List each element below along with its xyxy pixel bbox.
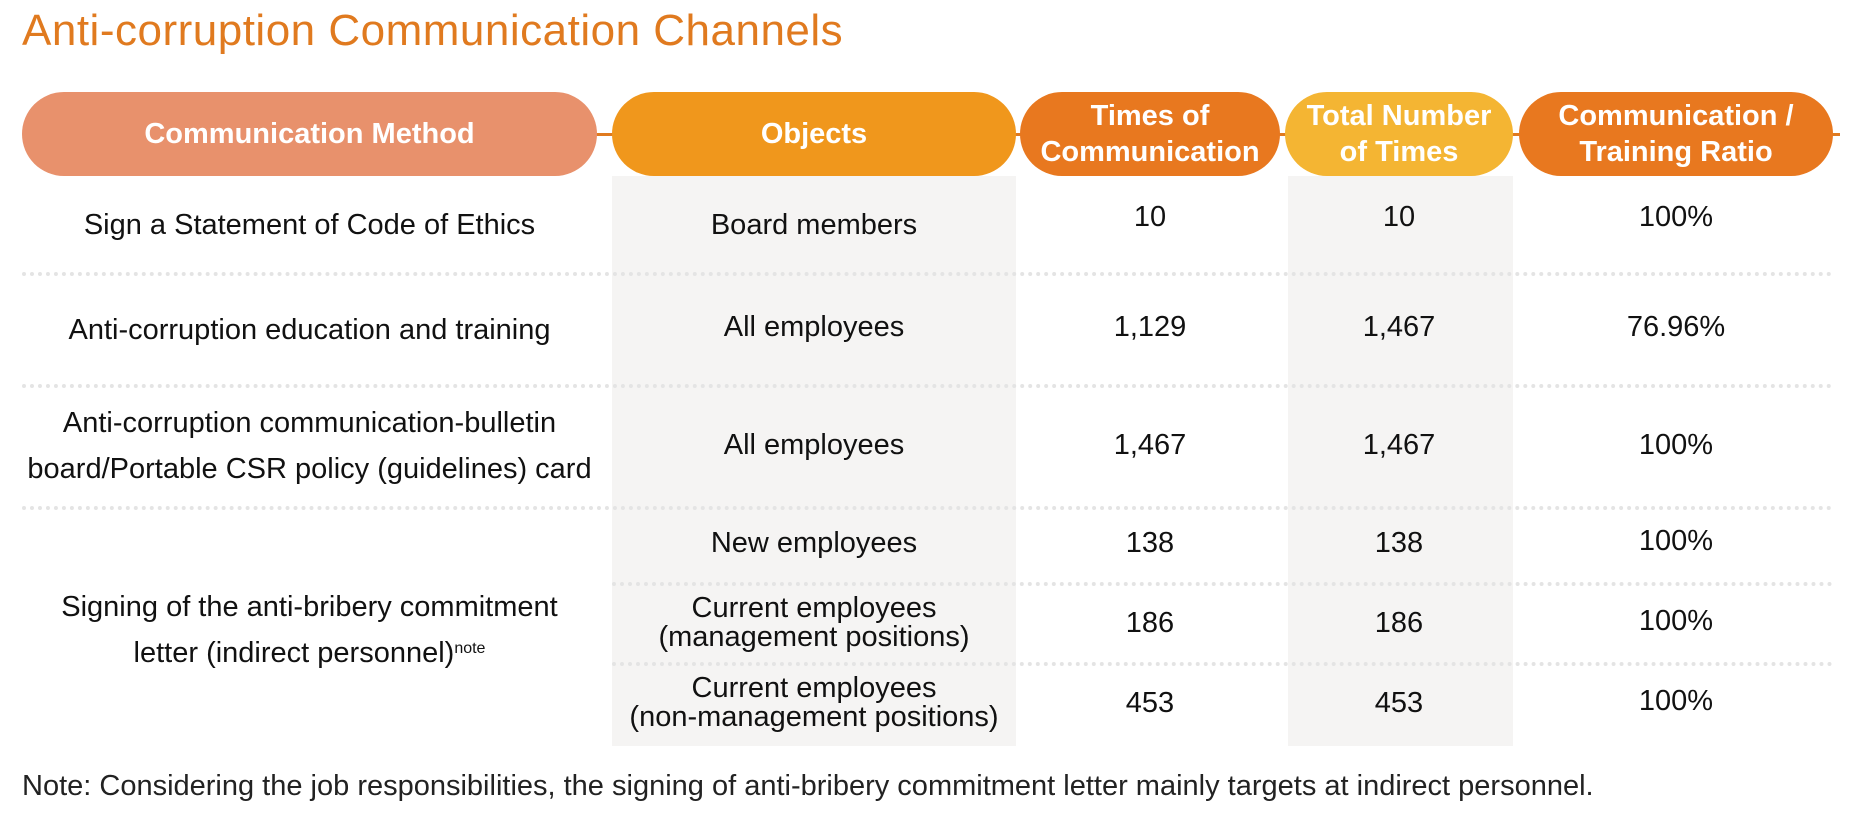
note-superscript: note (454, 640, 486, 657)
table-row-object: All employees (723, 429, 905, 461)
table-row-total: 1,467 (1362, 429, 1436, 461)
header-communication-method: Communication Method (22, 92, 597, 176)
subrow-object-line1: Current employees (691, 672, 937, 704)
table-row-times: 1,467 (1113, 429, 1187, 461)
subrow-object: New employees (710, 527, 918, 559)
subrow-times: 138 (1125, 527, 1175, 559)
header-ratio: Communication / Training Ratio (1519, 92, 1833, 176)
row-divider (22, 506, 1833, 510)
header-times-line2: Communication (1040, 136, 1260, 168)
table-row-total: 10 (1382, 201, 1416, 233)
header-times-line1: Times of (1090, 100, 1210, 132)
header-objects-label: Objects (760, 118, 868, 150)
subrow-divider (612, 582, 1833, 586)
header-total-line2: of Times (1339, 136, 1459, 168)
header-objects: Objects (612, 92, 1016, 176)
table-row-times: 1,129 (1113, 311, 1187, 343)
method-line1: Anti-corruption communication-bulletin (62, 407, 557, 439)
row-divider (22, 272, 1833, 276)
group-method-line1: Signing of the anti-bribery commitment (61, 591, 558, 623)
subrow-divider (612, 662, 1833, 666)
table-row-object: Board members (710, 209, 918, 241)
subrow-ratio: 100% (1638, 525, 1714, 557)
group-method-line2-text: letter (indirect personnel) (133, 637, 455, 669)
table-row-total: 1,467 (1362, 311, 1436, 343)
footnote: Note: Considering the job responsibiliti… (22, 770, 1594, 802)
subrow-times: 453 (1125, 687, 1175, 719)
table-row-method: Anti-corruption education and training (68, 314, 551, 346)
subrow-ratio: 100% (1638, 685, 1714, 717)
subrow-total: 453 (1374, 687, 1424, 719)
objects-column-shade (612, 176, 1016, 746)
header-ratio-line1: Communication / (1558, 100, 1794, 132)
subrow-total: 138 (1374, 527, 1424, 559)
page-title: Anti-corruption Communication Channels (22, 6, 844, 55)
subrow-object-line2: (management positions) (658, 621, 970, 653)
header-times-of-communication: Times of Communication (1020, 92, 1280, 176)
group-method: Signing of the anti-bribery commitment l… (22, 582, 597, 678)
subrow-object: Current employees (management positions) (612, 588, 1016, 658)
table-row-ratio: 100% (1638, 201, 1714, 233)
row-divider (22, 384, 1833, 388)
table-row-method: Anti-corruption communication-bulletin b… (22, 400, 597, 492)
table-row-object: All employees (723, 311, 905, 343)
header-total-line1: Total Number (1306, 100, 1492, 132)
header-ratio-line2: Training Ratio (1579, 136, 1773, 168)
subrow-object: Current employees (non-management positi… (612, 668, 1016, 738)
subrow-total: 186 (1374, 607, 1424, 639)
table-row-times: 10 (1133, 201, 1167, 233)
subrow-times: 186 (1125, 607, 1175, 639)
total-column-shade (1288, 176, 1513, 746)
header-total-number: Total Number of Times (1285, 92, 1513, 176)
subrow-ratio: 100% (1638, 605, 1714, 637)
table-row-ratio: 100% (1638, 429, 1714, 461)
table-row-ratio: 76.96% (1626, 311, 1726, 343)
table-row-method: Sign a Statement of Code of Ethics (83, 209, 536, 241)
method-line2: board/Portable CSR policy (guidelines) c… (27, 453, 592, 485)
subrow-object-line1: Current employees (691, 592, 937, 624)
subrow-object-line2: (non-management positions) (629, 701, 999, 733)
header-method-label: Communication Method (144, 118, 475, 150)
group-method-line2: letter (indirect personnel)note (134, 630, 486, 676)
